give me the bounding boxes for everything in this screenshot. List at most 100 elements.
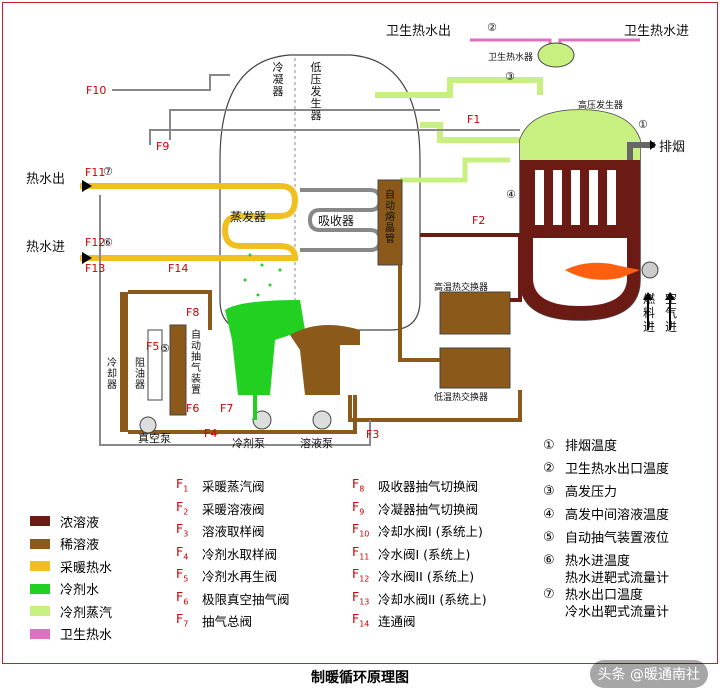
color-legend: 浓溶液稀溶液采暖热水冷剂水冷剂蒸汽卫生热水: [30, 510, 112, 645]
point-7-marker: ⑦: [103, 165, 113, 178]
valve-f5-marker: F5: [146, 340, 160, 353]
low-temp-exchanger: [439, 347, 511, 389]
valve-code: F2: [176, 498, 189, 517]
vacuum-pump-label: 真空泵: [138, 432, 171, 445]
point-1-marker: ①: [638, 118, 648, 131]
valve-code: F12: [352, 566, 370, 584]
sanitary-out-label: 卫生热水出: [386, 24, 452, 39]
valve-code: F7: [176, 611, 189, 629]
valve-name: 冷水阀I (系统上): [378, 546, 471, 562]
valve-item: F4 冷剂水取样阀: [176, 544, 290, 567]
valve-code: F6: [176, 588, 189, 607]
auto-purge-tube: [377, 179, 403, 266]
high-pressure-generator-label: 高压发生器: [578, 101, 624, 111]
measurement-text: 自动抽气装置液位: [565, 531, 670, 546]
valve-f6-marker: F6: [186, 402, 200, 415]
condenser-label: 冷凝器: [272, 61, 284, 98]
legend-item: 冷剂蒸汽: [30, 600, 112, 623]
valve-name: 抽气总阀: [202, 614, 253, 629]
valve-f14-marker: F14: [168, 262, 189, 275]
sanitary-heater: [537, 42, 575, 68]
exhaust-label: 排烟: [659, 140, 686, 155]
valve-f2-marker: F2: [472, 214, 486, 227]
low-pressure-generator-label: 低压发生器: [310, 61, 322, 122]
legend-label: 卫生热水: [60, 628, 113, 644]
legend-swatch: [30, 606, 50, 617]
dilute-pool: [290, 325, 360, 395]
measurement-number: ⑥: [543, 553, 555, 568]
measurement-number: ③: [543, 484, 555, 499]
legend-item: 采暖热水: [30, 555, 112, 578]
valve-item: F7 抽气总阀: [176, 611, 290, 634]
legend-item: 卫生热水: [30, 623, 112, 646]
measurement-number: ⑦: [543, 587, 555, 602]
valve-name: 冷却水阀I (系统上): [378, 524, 483, 539]
valve-f7-marker: F7: [220, 402, 234, 415]
oil-separator-label: 阻油器: [135, 358, 145, 391]
auto-purge-device: [169, 324, 187, 416]
valve-code: F14: [352, 611, 370, 629]
sanitary-in-label: 卫生热水进: [624, 24, 690, 39]
point-4-marker: ④: [506, 188, 516, 201]
high-temp-exchanger: [439, 291, 511, 335]
measurement-text: 卫生热水出口温度: [565, 462, 670, 477]
diagram-title: 制暖循环原理图: [311, 670, 409, 686]
valve-item: F14 连通阀: [352, 611, 487, 634]
valve-item: F11 冷水阀I (系统上): [352, 544, 487, 567]
point-5-marker: ⑤: [160, 342, 170, 355]
measurement-text: 热水出口温度 冷水出靶式流量计: [565, 588, 670, 620]
legend-label: 冷剂蒸汽: [60, 605, 113, 621]
refrigerant-pump-label: 冷剂泵: [232, 437, 265, 450]
legend-swatch: [30, 516, 50, 527]
valve-name: 采暖溶液阀: [202, 501, 265, 517]
vacuum-pump: [139, 416, 157, 434]
valve-code: F8: [352, 476, 365, 494]
valve-code: F1: [176, 476, 189, 494]
diagram-frame: [2, 2, 718, 664]
valve-name: 极限真空抽气阀: [202, 591, 290, 607]
valve-name: 冷凝器抽气切换阀: [378, 501, 479, 517]
point-6-marker: ⑥: [103, 236, 113, 249]
cycle-diagram: [80, 38, 675, 446]
auto-purge-device-label: 自动抽气装置: [191, 330, 201, 396]
valve-item: F1 采暖蒸汽阀: [176, 476, 290, 499]
solution-pump: [312, 410, 332, 430]
valve-f1-marker: F1: [467, 113, 481, 126]
legend-swatch: [30, 561, 50, 572]
point-2-marker: ②: [487, 21, 497, 34]
valve-code: F3: [176, 521, 189, 539]
measurement-number: ①: [543, 438, 555, 453]
valve-name: 冷剂水取样阀: [202, 546, 278, 562]
valve-name: 采暖蒸汽阀: [202, 479, 265, 494]
valve-code: F11: [352, 543, 370, 562]
measurement-text: 排烟温度: [565, 439, 618, 454]
legend-label: 浓溶液: [60, 515, 100, 531]
valve-code: F4: [176, 543, 189, 562]
legend-swatch: [30, 583, 50, 594]
valve-name: 冷水阀II (系统上): [378, 569, 475, 584]
measurement-item: ① 排烟温度: [543, 438, 669, 461]
valve-name: 冷剂水再生阀: [202, 569, 278, 584]
legend-label: 稀溶液: [60, 538, 100, 554]
air-in-label: 空气进: [665, 292, 678, 334]
solution-pump-label: 溶液泵: [300, 437, 333, 450]
valve-f12-marker: F12: [85, 236, 106, 249]
valve-name: 连通阀: [378, 614, 416, 629]
valve-f4-marker: F4: [204, 427, 218, 440]
valve-name: 冷却水阀II (系统上): [378, 591, 487, 607]
legend-item: 浓溶液: [30, 510, 112, 533]
valve-f13-marker: F13: [85, 262, 106, 275]
legend-label: 采暖热水: [60, 560, 113, 576]
heating-water-coil: [80, 183, 299, 261]
valve-code: F9: [352, 498, 365, 517]
low-temp-exchanger-label: 低温热交换器: [434, 393, 489, 403]
watermark: 头条 @暖通南社: [589, 660, 708, 688]
